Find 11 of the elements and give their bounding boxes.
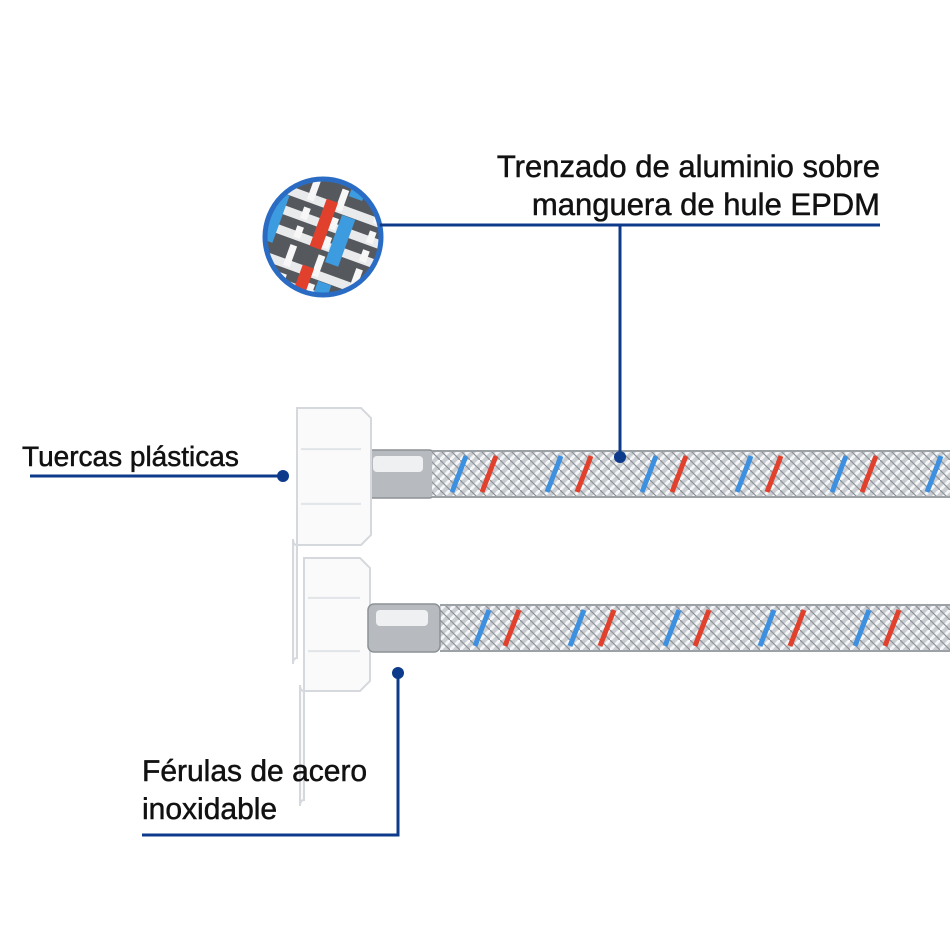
- callout-label: Trenzado de aluminio sobre manguera de hule EPDM: [496, 148, 880, 224]
- callout-label: Tuercas plásticas: [22, 440, 239, 474]
- braid-closeup-drawing: [262, 176, 384, 298]
- leader-line: [380, 224, 880, 226]
- braided-hose-drawing: [431, 450, 950, 498]
- plastic-nut-drawing: [292, 407, 372, 665]
- leader-line: [614, 225, 626, 463]
- leader-line: [142, 667, 404, 836]
- callout-label: Férulas de acero inoxidable: [142, 754, 368, 828]
- ferrule-drawing: [367, 603, 441, 653]
- leader-line: [30, 470, 289, 482]
